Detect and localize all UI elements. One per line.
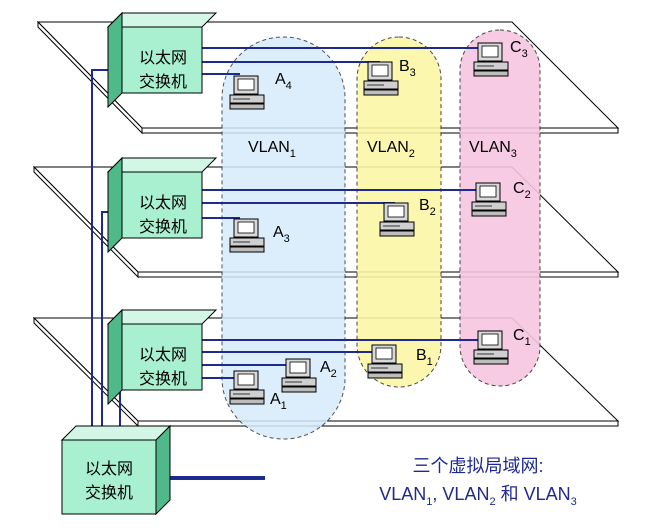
switch-mid-label-2: 交换机	[139, 218, 187, 236]
ethernet-switch-backbone	[60, 424, 172, 516]
host-label-A3: A3	[273, 224, 290, 245]
caption-line-1: 三个虚拟局域网:	[412, 456, 543, 476]
host-label-A1: A1	[270, 391, 287, 412]
host-label-B2: B2	[419, 197, 436, 218]
host-label-B1: B1	[416, 347, 433, 368]
vlan-1-region	[221, 36, 346, 440]
switch-backbone-label-2: 交换机	[85, 484, 133, 502]
switch-backbone-label-1: 以太网	[85, 460, 133, 478]
switch-bot-label-1: 以太网	[139, 346, 187, 364]
host-label-A4: A4	[275, 71, 292, 92]
host-label-C3: C3	[510, 39, 528, 60]
vlan-2-label: VLAN2	[367, 139, 415, 160]
host-label-A2: A2	[320, 359, 337, 380]
caption-line-2: VLAN1, VLAN2 和 VLAN3	[379, 484, 576, 508]
ethernet-switch-middle	[106, 156, 218, 254]
host-label-C1: C1	[513, 327, 531, 348]
ethernet-switch-bottom	[106, 308, 218, 406]
switch-mid-label-1: 以太网	[139, 194, 187, 212]
vlan-1-label: VLAN1	[248, 139, 296, 160]
switch-bot-label-2: 交换机	[139, 370, 187, 388]
network-links	[91, 47, 495, 480]
host-label-B3: B3	[399, 58, 416, 79]
vlan-3-label: VLAN3	[469, 139, 517, 160]
host-label-C2: C2	[513, 180, 531, 201]
switch-top-label-1: 以太网	[139, 49, 187, 67]
switch-top-label-2: 交换机	[139, 73, 187, 91]
ethernet-switch-top	[106, 11, 218, 109]
